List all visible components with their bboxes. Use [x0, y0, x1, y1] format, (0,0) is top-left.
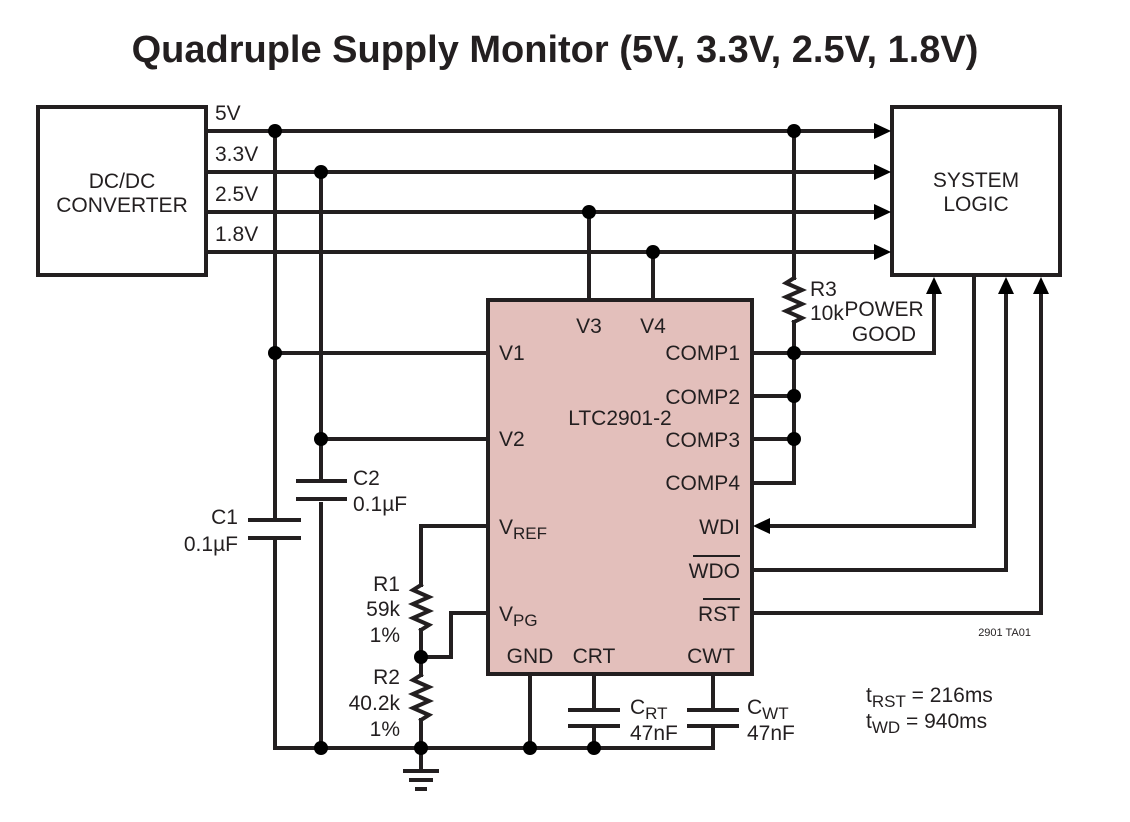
rst-wire: [750, 290, 1043, 615]
r2-name: R2: [373, 666, 400, 689]
crt-name: CRT: [630, 696, 668, 723]
pin-crt: CRT: [573, 645, 616, 668]
pin-comp4: COMP4: [665, 472, 740, 495]
arrow-right-icon: [874, 204, 891, 220]
rail-taps: [273, 129, 796, 750]
capacitor-c2: C2 0.1µF: [296, 467, 407, 516]
watchdog-reset-lines: [750, 273, 1049, 615]
arrow-up-icon: [1033, 277, 1049, 294]
r1-value: 59k: [366, 598, 400, 621]
twd-note: tWD = 940ms: [866, 710, 987, 737]
arrow-right-icon: [874, 123, 891, 139]
crt-value: 47nF: [630, 722, 678, 745]
pin-rst: RST: [698, 603, 740, 626]
power-good-label-line2: GOOD: [852, 323, 916, 346]
trst-note: tRST = 216ms: [866, 684, 993, 711]
r3-value: 10k: [810, 302, 844, 325]
pin-vref: VREF: [499, 516, 547, 543]
cwt-value: 47nF: [747, 722, 795, 745]
arrow-right-icon: [874, 244, 891, 260]
system-logic-label-line2: LOGIC: [943, 193, 1008, 216]
pin-v2: V2: [499, 428, 525, 451]
chip-part-number: LTC2901-2: [568, 407, 672, 430]
junction-dot: [787, 124, 801, 138]
junction-dot: [646, 245, 660, 259]
pin-gnd: GND: [507, 645, 554, 668]
c2-name: C2: [353, 467, 380, 490]
junction-dot: [787, 389, 801, 403]
capacitor-c1: C1 0.1µF: [184, 506, 301, 556]
pin-v3: V3: [576, 315, 602, 338]
junction-dot: [268, 346, 282, 360]
rail-label-3v3: 3.3V: [215, 143, 258, 166]
junction-dot: [587, 741, 601, 755]
dcdc-label-line1: DC/DC: [89, 170, 156, 193]
r3-name: R3: [810, 278, 837, 301]
pin-comp1: COMP1: [665, 342, 740, 365]
figure-id: 2901 TA01: [978, 627, 1031, 639]
diagram-title: Quadruple Supply Monitor (5V, 3.3V, 2.5V…: [132, 29, 979, 71]
junction-dot: [314, 165, 328, 179]
junction-dots: [268, 124, 801, 755]
divider-network: R1 59k 1% R2 40.2k 1%: [349, 524, 490, 772]
arrow-up-icon: [998, 277, 1014, 294]
pin-comp2: COMP2: [665, 386, 740, 409]
arrow-up-icon: [926, 277, 942, 294]
rail-label-2v5: 2.5V: [215, 183, 258, 206]
pin-wdo: WDO: [689, 560, 740, 583]
system-logic-label-line1: SYSTEM: [933, 169, 1019, 192]
c1-name: C1: [211, 506, 238, 529]
capacitor-crt: CRT 47nF: [568, 696, 678, 745]
pin-vpg: VPG: [499, 603, 538, 630]
r2-value: 40.2k: [349, 692, 401, 715]
cwt-name: CWT: [747, 696, 789, 723]
resistor-r2: [408, 672, 434, 723]
pin-v1: V1: [499, 342, 525, 365]
junction-dot: [787, 346, 801, 360]
timing-notes: tRST = 216ms tWD = 940ms: [866, 684, 993, 737]
dcdc-label-line2: CONVERTER: [56, 194, 187, 217]
junction-dot: [414, 741, 428, 755]
junction-dot: [523, 741, 537, 755]
junction-dot: [414, 650, 428, 664]
arrow-right-icon: [874, 164, 891, 180]
pin-comp3: COMP3: [665, 429, 740, 452]
resistor-r1: [408, 582, 434, 633]
ground-icon: [403, 769, 439, 791]
pin-wdi: WDI: [699, 516, 740, 539]
arrow-left-icon: [753, 518, 770, 534]
c2-value: 0.1µF: [353, 493, 407, 516]
supply-rails: 5V 3.3V 2.5V 1.8V: [204, 102, 891, 260]
r1-tolerance: 1%: [370, 624, 400, 647]
wdo-wire: [750, 290, 1008, 572]
wdi-wire: [770, 273, 976, 528]
junction-dot: [787, 432, 801, 446]
dcdc-converter-block: DC/DC CONVERTER: [36, 105, 208, 277]
junction-dot: [314, 741, 328, 755]
capacitor-cwt: CWT 47nF: [687, 696, 795, 745]
rail-label-5v: 5V: [215, 102, 241, 125]
c1-value: 0.1µF: [184, 533, 238, 556]
junction-dot: [314, 432, 328, 446]
r2-tolerance: 1%: [370, 718, 400, 741]
comp-pullup-network: R3 10k POWER GOOD: [750, 275, 942, 485]
ltc2901-chip: LTC2901-2 V1 V2 V3 V4 VREF VPG COMP1 COM…: [486, 298, 754, 676]
junction-dot: [582, 205, 596, 219]
r1-name: R1: [373, 573, 400, 596]
resistor-r3: [781, 275, 807, 325]
rail-label-1v8: 1.8V: [215, 223, 258, 246]
power-good-label-line1: POWER: [844, 298, 923, 321]
pin-v4: V4: [640, 315, 666, 338]
pin-cwt: CWT: [687, 645, 735, 668]
junction-dot: [268, 124, 282, 138]
system-logic-block: SYSTEM LOGIC: [890, 105, 1062, 277]
